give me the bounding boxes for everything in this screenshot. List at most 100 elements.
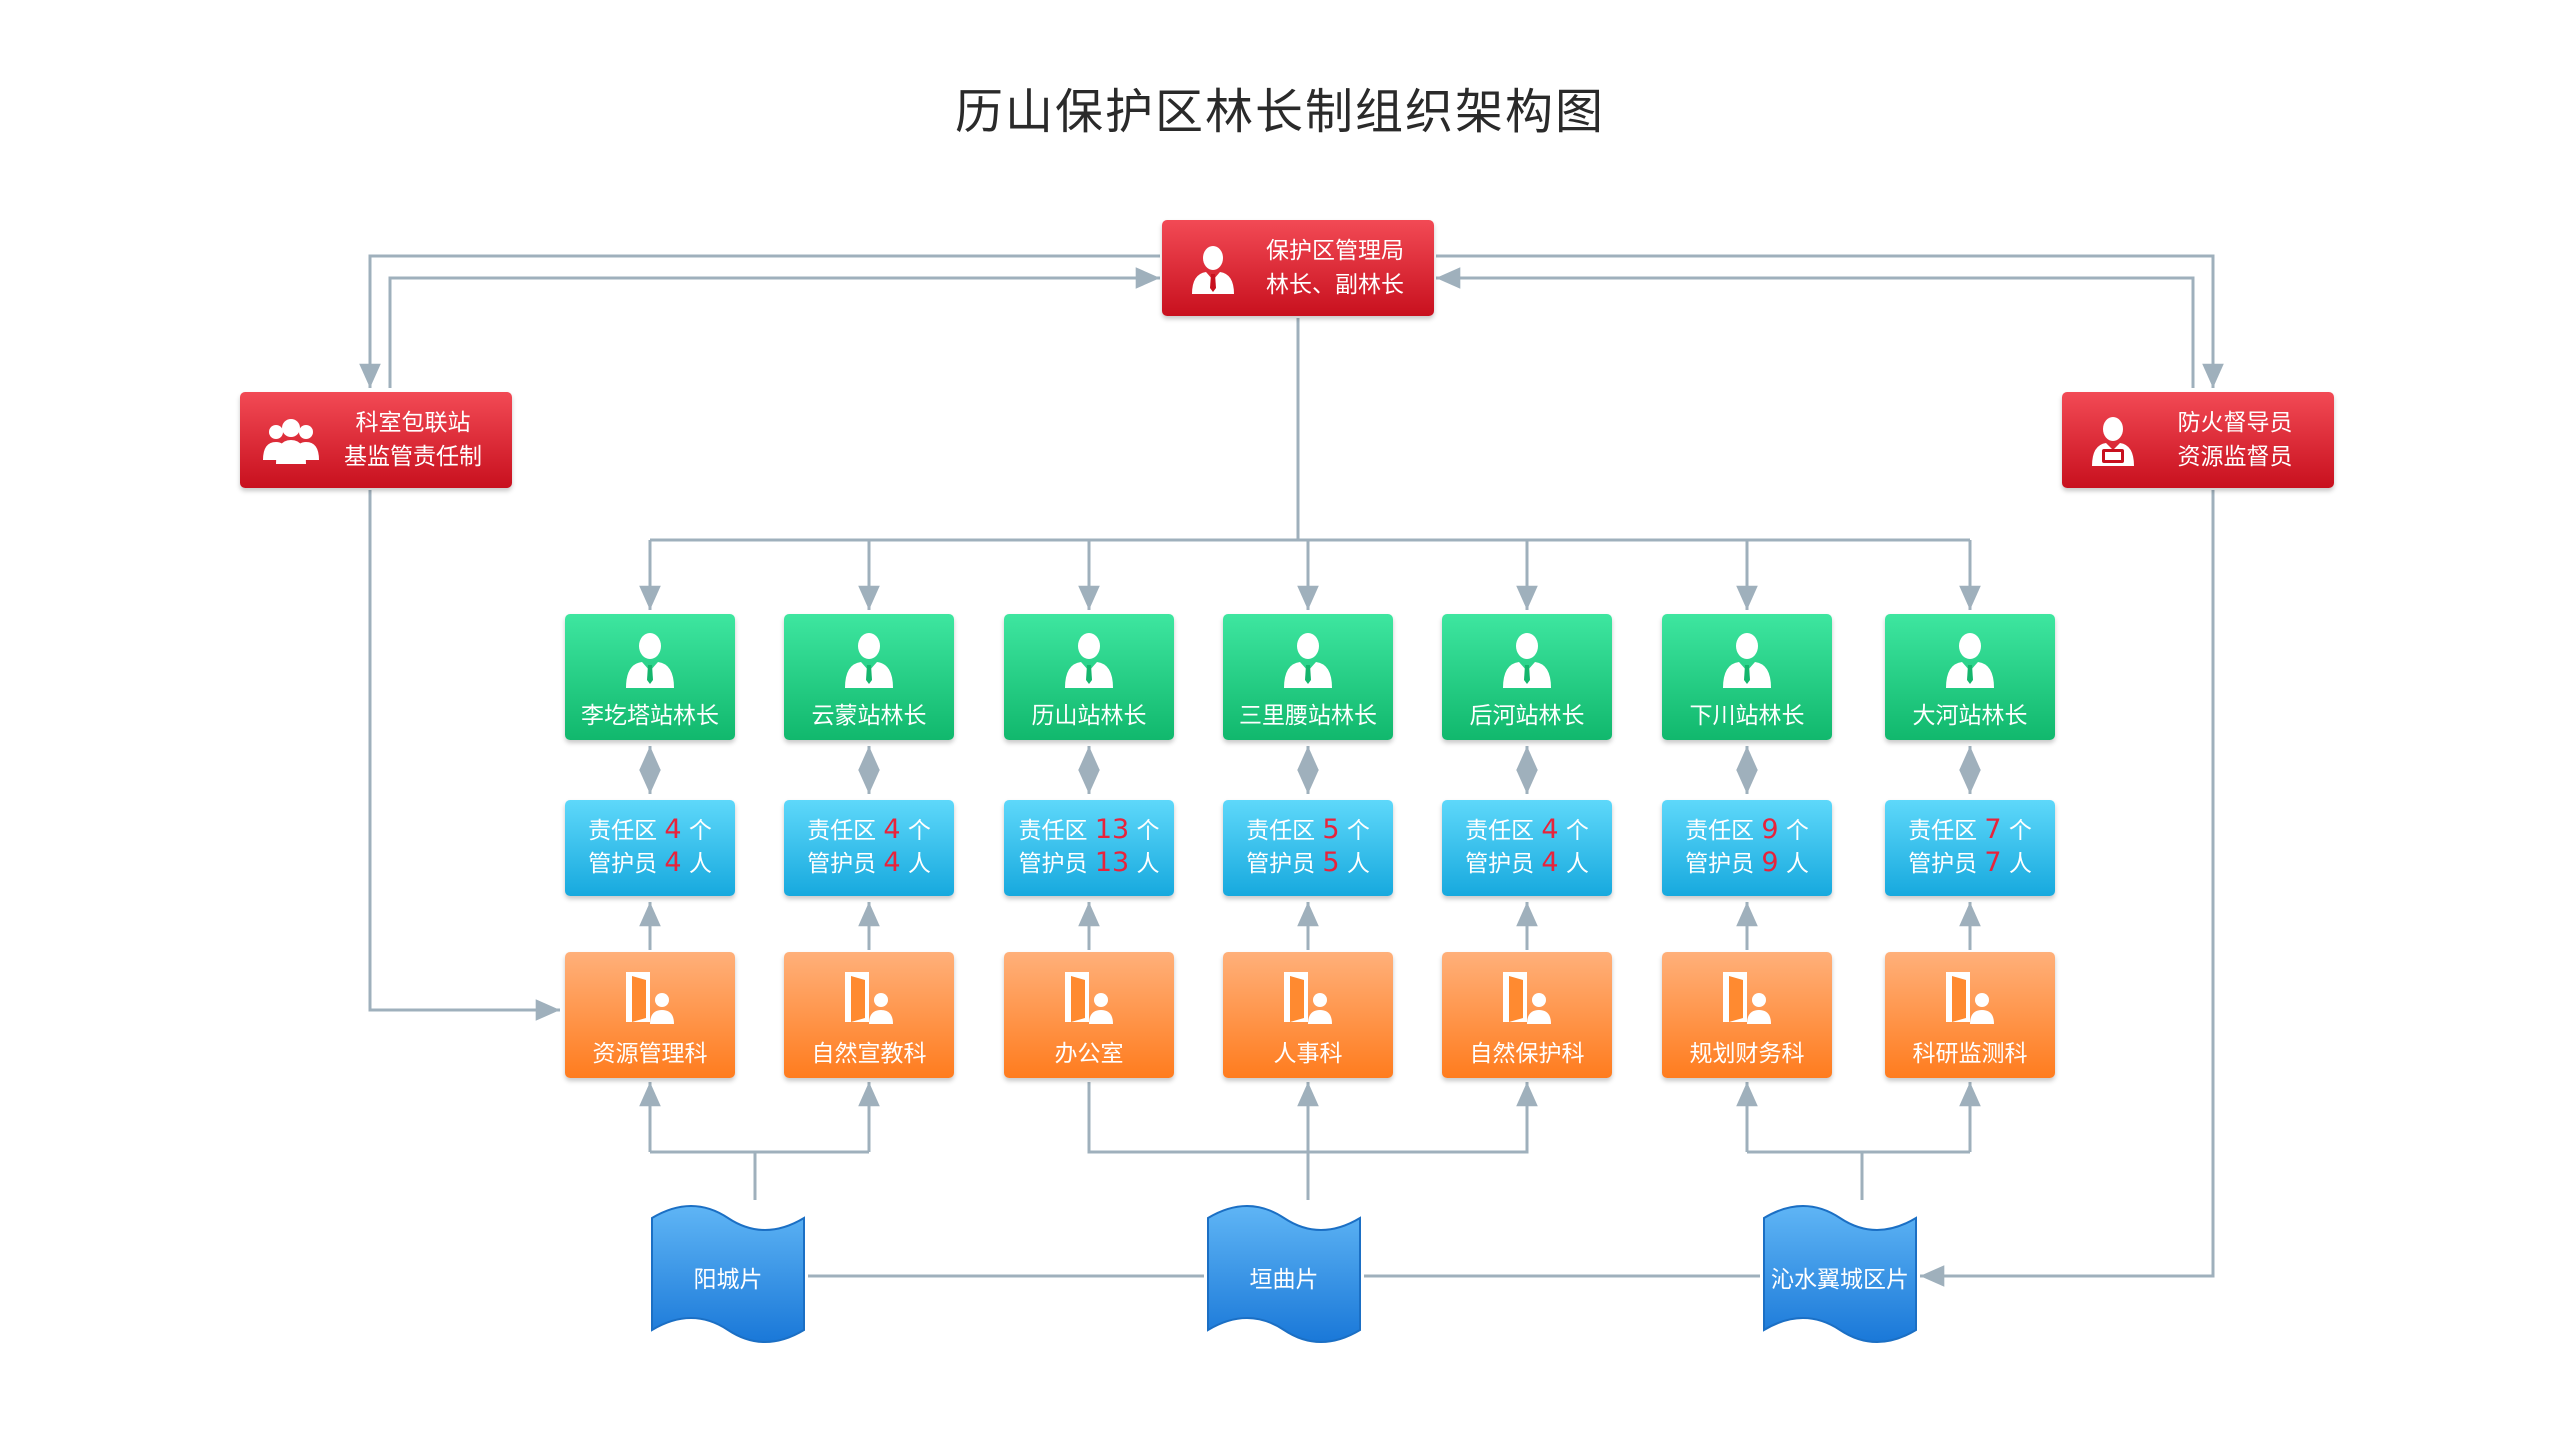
zone-count: 4: [883, 814, 901, 845]
group-icon: [263, 419, 319, 464]
person-icon: [845, 633, 893, 688]
station-label: 历山站林长: [1031, 703, 1147, 729]
department-label: 人事科: [1273, 1041, 1343, 1067]
department-label: 科研监测科: [1912, 1041, 2028, 1067]
department-node: 规划财务科: [1662, 952, 1832, 1078]
department-node: 自然保护科: [1442, 952, 1612, 1078]
station-stats: 责任区 7 个 管护员 7 人: [1885, 800, 2055, 896]
zone-prefix: 责任区: [1465, 818, 1535, 844]
area-node: 垣曲片: [1204, 1200, 1364, 1348]
staff-unit: 人: [907, 851, 931, 877]
station-stats: 责任区 4 个 管护员 4 人: [565, 800, 735, 896]
zone-unit: 个: [688, 818, 712, 844]
department-liaison-subtitle: 基监管责任制: [344, 444, 482, 470]
zone-prefix: 责任区: [1908, 818, 1978, 844]
person-icon: [626, 633, 674, 688]
management-bureau-node: 保护区管理局 林长、副林长: [1162, 220, 1434, 316]
station-stats: 责任区 5 个 管护员 5 人: [1223, 800, 1393, 896]
fire-supervisor-node: 防火督导员 资源监督员: [2062, 392, 2334, 488]
station-stats: 责任区 9 个 管护员 9 人: [1662, 800, 1832, 896]
department-label: 资源管理科: [592, 1041, 708, 1067]
zone-count: 13: [1094, 814, 1130, 845]
door-person-icon: [1503, 972, 1551, 1024]
zone-unit: 个: [1565, 818, 1589, 844]
person-icon: [1503, 633, 1551, 688]
person-icon: [1065, 633, 1113, 688]
staff-prefix: 管护员: [807, 851, 877, 877]
manager-icon: [1192, 246, 1234, 294]
station-label: 下川站林长: [1689, 703, 1805, 729]
station-stats: 责任区 4 个 管护员 4 人: [784, 800, 954, 896]
door-person-icon: [845, 972, 893, 1024]
station-node: 三里腰站林长: [1223, 614, 1393, 740]
station-stats: 责任区 4 个 管护员 4 人: [1442, 800, 1612, 896]
staff-prefix: 管护员: [1908, 851, 1978, 877]
area-label: 垣曲片: [1249, 1267, 1319, 1293]
door-person-icon: [1723, 972, 1771, 1024]
person-icon: [1723, 633, 1771, 688]
staff-prefix: 管护员: [1685, 851, 1755, 877]
department-node: 资源管理科: [565, 952, 735, 1078]
station-node: 大河站林长: [1885, 614, 2055, 740]
staff-unit: 人: [1785, 851, 1809, 877]
area-flag-shape: [1763, 1205, 1917, 1343]
department-liaison-title: 科室包联站: [355, 410, 471, 436]
staff-count: 4: [664, 847, 682, 878]
area-label: 阳城片: [693, 1267, 763, 1293]
person-icon: [1946, 633, 1994, 688]
staff-prefix: 管护员: [1465, 851, 1535, 877]
staff-count: 9: [1761, 847, 1779, 878]
door-person-icon: [1065, 972, 1113, 1024]
staff-count: 4: [883, 847, 901, 878]
area-node: 阳城片: [648, 1200, 808, 1348]
staff-count: 13: [1094, 847, 1130, 878]
area-label: 沁水翼城区片: [1771, 1267, 1909, 1293]
area-flag-shape: [651, 1205, 805, 1343]
department-node: 办公室: [1004, 952, 1174, 1078]
station-node: 历山站林长: [1004, 614, 1174, 740]
staff-count: 7: [1984, 847, 2002, 878]
person-icon: [1284, 633, 1332, 688]
station-node: 后河站林长: [1442, 614, 1612, 740]
station-node: 下川站林长: [1662, 614, 1832, 740]
management-bureau-subtitle: 林长、副林长: [1266, 272, 1404, 298]
department-node: 科研监测科: [1885, 952, 2055, 1078]
station-label: 后河站林长: [1469, 703, 1585, 729]
zone-unit: 个: [1785, 818, 1809, 844]
staff-prefix: 管护员: [1018, 851, 1088, 877]
zone-prefix: 责任区: [1246, 818, 1316, 844]
staff-unit: 人: [1346, 851, 1370, 877]
station-node: 李圪塔站林长: [565, 614, 735, 740]
station-stats: 责任区 13 个 管护员 13 人: [1004, 800, 1174, 896]
zone-prefix: 责任区: [1018, 818, 1088, 844]
area-node: 沁水翼城区片: [1760, 1200, 1920, 1348]
staff-unit: 人: [2008, 851, 2032, 877]
department-label: 办公室: [1054, 1041, 1124, 1067]
station-label: 大河站林长: [1912, 703, 2028, 729]
station-label: 李圪塔站林长: [581, 703, 719, 729]
area-flag-shape: [1207, 1205, 1361, 1343]
department-node: 自然宣教科: [784, 952, 954, 1078]
door-person-icon: [1946, 972, 1994, 1024]
department-liaison-node: 科室包联站 基监管责任制: [240, 392, 512, 488]
management-bureau-title: 保护区管理局: [1266, 238, 1404, 264]
department-label: 规划财务科: [1689, 1041, 1805, 1067]
fire-supervisor-title: 防火督导员: [2177, 410, 2293, 436]
zone-unit: 个: [1346, 818, 1370, 844]
zone-prefix: 责任区: [1685, 818, 1755, 844]
staff-count: 5: [1322, 847, 1340, 878]
zone-prefix: 责任区: [807, 818, 877, 844]
zone-count: 5: [1322, 814, 1340, 845]
department-node: 人事科: [1223, 952, 1393, 1078]
zone-prefix: 责任区: [588, 818, 658, 844]
door-person-icon: [1284, 972, 1332, 1024]
page-title: 历山保护区林长制组织架构图: [954, 84, 1605, 140]
zone-unit: 个: [2008, 818, 2032, 844]
zone-unit: 个: [907, 818, 931, 844]
zone-unit: 个: [1136, 818, 1160, 844]
fire-supervisor-subtitle: 资源监督员: [2177, 444, 2293, 470]
staff-unit: 人: [1136, 851, 1160, 877]
station-label: 云蒙站林长: [811, 703, 927, 729]
zone-count: 7: [1984, 814, 2002, 845]
